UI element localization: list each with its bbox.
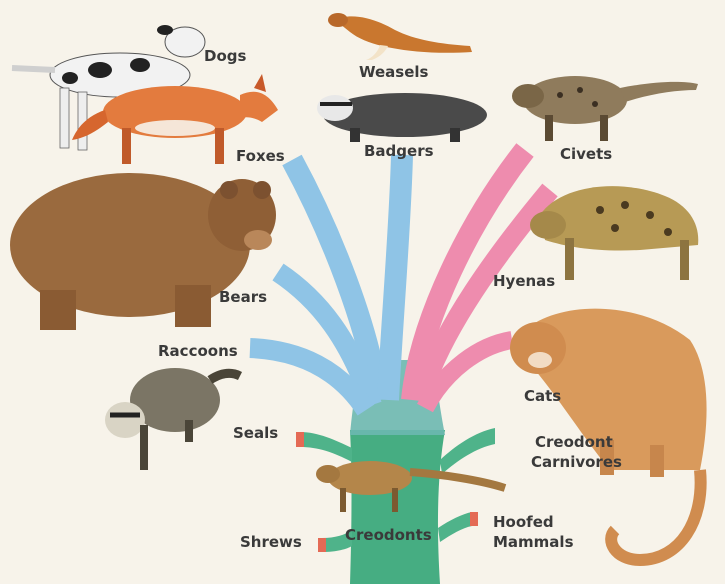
label-hoofed-line1: Hoofed bbox=[493, 512, 574, 532]
label-seals: Seals bbox=[233, 424, 278, 443]
label-raccoons: Raccoons bbox=[158, 342, 238, 361]
label-carnivores-line2: Carnivores bbox=[531, 452, 622, 472]
label-weasels: Weasels bbox=[359, 63, 428, 82]
label-creodont-carnivores: Creodont Carnivores bbox=[531, 432, 622, 472]
label-cats: Cats bbox=[524, 387, 561, 406]
dog-line-branches bbox=[250, 155, 402, 410]
raccoon-illustration bbox=[105, 368, 240, 470]
label-badgers: Badgers bbox=[364, 142, 434, 161]
label-dogs: Dogs bbox=[204, 47, 246, 66]
label-shrews: Shrews bbox=[240, 533, 302, 552]
civet-illustration bbox=[512, 76, 698, 141]
label-mammals-line2: Mammals bbox=[493, 532, 574, 552]
label-foxes: Foxes bbox=[236, 147, 285, 166]
badger-illustration bbox=[317, 93, 487, 142]
label-civets: Civets bbox=[560, 145, 612, 164]
hyena-illustration bbox=[530, 186, 698, 280]
label-bears: Bears bbox=[219, 288, 267, 307]
weasel-illustration bbox=[328, 13, 472, 60]
label-creodont-line1: Creodont bbox=[531, 432, 622, 452]
label-hyenas: Hyenas bbox=[493, 272, 555, 291]
label-creodonts: Creodonts bbox=[345, 526, 432, 545]
label-hoofed-mammals: Hoofed Mammals bbox=[493, 512, 574, 552]
